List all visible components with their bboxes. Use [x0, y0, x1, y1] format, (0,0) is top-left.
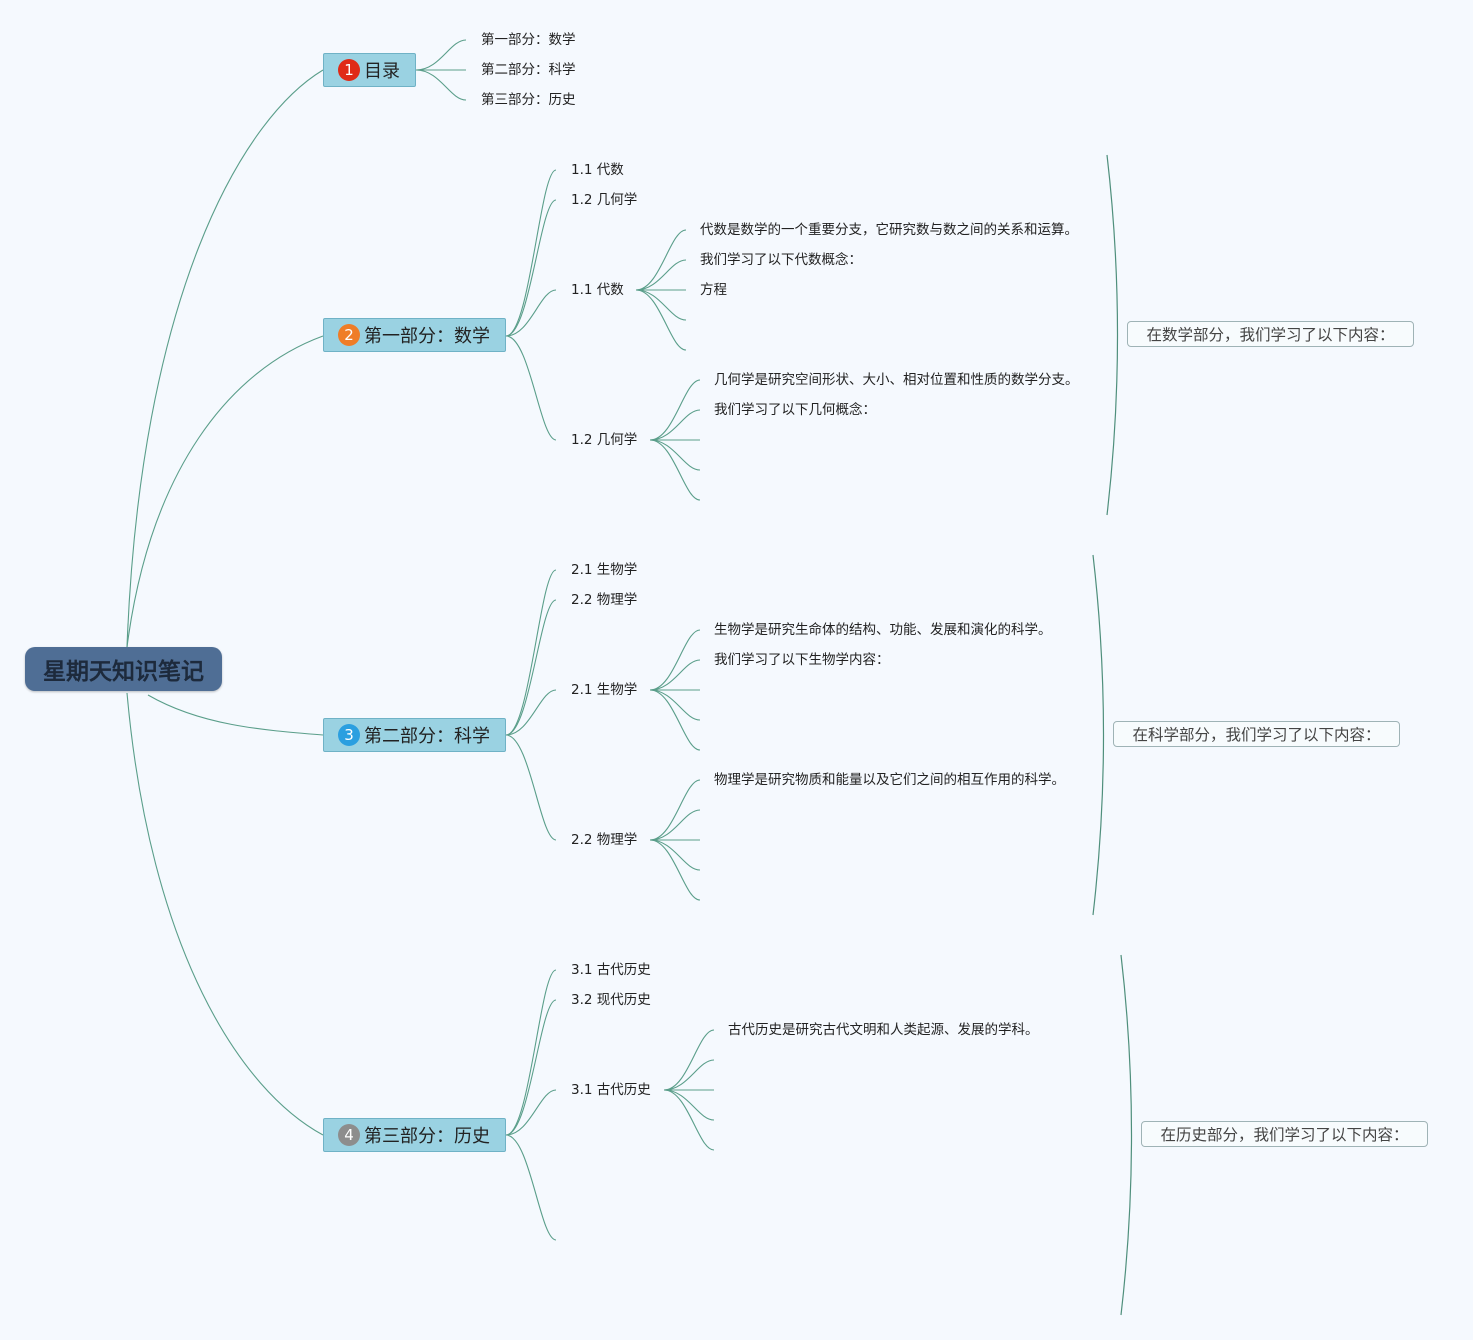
- topic-toc-title: 目录: [364, 61, 400, 82]
- number-three-icon: 3: [338, 724, 360, 746]
- connector-algebra-5: [635, 289, 687, 351]
- biology-line-2[interactable]: 我们学习了以下生物学内容：: [714, 652, 890, 668]
- connector-physics-2: [649, 809, 701, 841]
- connector-ancient-5: [663, 1089, 715, 1151]
- connector-science-sub2: [505, 599, 557, 736]
- connector-history-empty: [505, 1134, 557, 1241]
- connector-biology-2: [649, 659, 701, 691]
- connector-geometry-5: [649, 439, 701, 501]
- ancient-history-node[interactable]: 3.1 古代历史: [571, 1082, 651, 1098]
- connector-root-history: [126, 692, 324, 1136]
- math-summary-text: 在数学部分，我们学习了以下内容：: [1146, 326, 1395, 344]
- algebra-line-3[interactable]: 方程: [700, 282, 727, 298]
- connector-root-science: [147, 694, 324, 736]
- geometry-line-1[interactable]: 几何学是研究空间形状、大小、相对位置和性质的数学分支。: [714, 372, 1079, 388]
- biology-line-1[interactable]: 生物学是研究生命体的结构、功能、发展和演化的科学。: [714, 622, 1052, 638]
- topic-history-title: 第三部分：历史: [364, 1126, 490, 1147]
- connector-physics-4: [649, 839, 701, 871]
- algebra-line-1[interactable]: 代数是数学的一个重要分支，它研究数与数之间的关系和运算。: [700, 222, 1078, 238]
- connector-biology-1: [649, 629, 701, 691]
- connector-algebra-2: [635, 259, 687, 291]
- connector-science-biology: [505, 689, 557, 736]
- connector-geometry-1: [649, 379, 701, 441]
- topic-math[interactable]: 2 第一部分：数学: [323, 318, 506, 352]
- root-title: 星期天知识笔记: [43, 659, 204, 685]
- number-one-icon: 1: [338, 59, 360, 81]
- algebra-node[interactable]: 1.1 代数: [571, 282, 624, 298]
- toc-item-2[interactable]: 第二部分：科学: [481, 62, 576, 78]
- math-summary[interactable]: 在数学部分，我们学习了以下内容：: [1127, 321, 1414, 347]
- number-four-icon: 4: [338, 1124, 360, 1146]
- connector-physics-1: [649, 779, 701, 841]
- connector-math-algebra: [505, 289, 557, 337]
- ancient-history-line-1[interactable]: 古代历史是研究古代文明和人类起源、发展的学科。: [728, 1022, 1039, 1038]
- biology-node[interactable]: 2.1 生物学: [571, 682, 638, 698]
- connector-history-ancient: [505, 1089, 557, 1136]
- connector-science-sub1: [505, 569, 557, 736]
- connector-toc-1: [415, 39, 467, 71]
- connector-history-sub1: [505, 969, 557, 1136]
- connector-toc-3: [415, 69, 467, 101]
- connector-algebra-1: [635, 229, 687, 291]
- geometry-node[interactable]: 1.2 几何学: [571, 432, 638, 448]
- connector-ancient-1: [663, 1029, 715, 1091]
- connector-math-sub1: [505, 169, 557, 337]
- topic-toc[interactable]: 1 目录: [323, 53, 416, 87]
- connector-history-sub2: [505, 999, 557, 1136]
- root-topic[interactable]: 星期天知识笔记: [25, 647, 222, 691]
- toc-item-1[interactable]: 第一部分：数学: [481, 32, 576, 48]
- history-sub-modern-label[interactable]: 3.2 现代历史: [571, 992, 651, 1008]
- math-sub-algebra-label[interactable]: 1.1 代数: [571, 162, 624, 178]
- geometry-line-2[interactable]: 我们学习了以下几何概念：: [714, 402, 876, 418]
- number-two-icon: 2: [338, 324, 360, 346]
- science-sub-physics-label[interactable]: 2.2 物理学: [571, 592, 638, 608]
- connector-biology-5: [649, 689, 701, 751]
- connector-geometry-4: [649, 439, 701, 471]
- physics-line-1[interactable]: 物理学是研究物质和能量以及它们之间的相互作用的科学。: [714, 772, 1065, 788]
- connector-math-geometry: [505, 335, 557, 441]
- connector-science-physics: [505, 734, 557, 841]
- science-summary[interactable]: 在科学部分，我们学习了以下内容：: [1113, 721, 1400, 747]
- science-sub-biology-label[interactable]: 2.1 生物学: [571, 562, 638, 578]
- connector-physics-5: [649, 839, 701, 901]
- history-summary-bracket: [1120, 954, 1133, 1316]
- toc-item-3[interactable]: 第三部分：历史: [481, 92, 576, 108]
- history-summary-text: 在历史部分，我们学习了以下内容：: [1160, 1126, 1409, 1144]
- math-summary-bracket: [1106, 154, 1119, 516]
- math-sub-geometry-label[interactable]: 1.2 几何学: [571, 192, 638, 208]
- physics-node[interactable]: 2.2 物理学: [571, 832, 638, 848]
- connector-geometry-2: [649, 409, 701, 441]
- connector-ancient-2: [663, 1059, 715, 1091]
- science-summary-bracket: [1092, 554, 1105, 916]
- history-summary[interactable]: 在历史部分，我们学习了以下内容：: [1141, 1121, 1428, 1147]
- connector-algebra-4: [635, 289, 687, 321]
- connector-ancient-4: [663, 1089, 715, 1121]
- topic-science-title: 第二部分：科学: [364, 726, 490, 747]
- topic-math-title: 第一部分：数学: [364, 326, 490, 347]
- topic-history[interactable]: 4 第三部分：历史: [323, 1118, 506, 1152]
- algebra-line-2[interactable]: 我们学习了以下代数概念：: [700, 252, 862, 268]
- history-sub-ancient-label[interactable]: 3.1 古代历史: [571, 962, 651, 978]
- science-summary-text: 在科学部分，我们学习了以下内容：: [1132, 726, 1381, 744]
- connector-root-toc: [126, 69, 324, 648]
- connector-math-sub2: [505, 199, 557, 337]
- connector-root-math: [126, 335, 324, 648]
- topic-science[interactable]: 3 第二部分：科学: [323, 718, 506, 752]
- connector-biology-4: [649, 689, 701, 721]
